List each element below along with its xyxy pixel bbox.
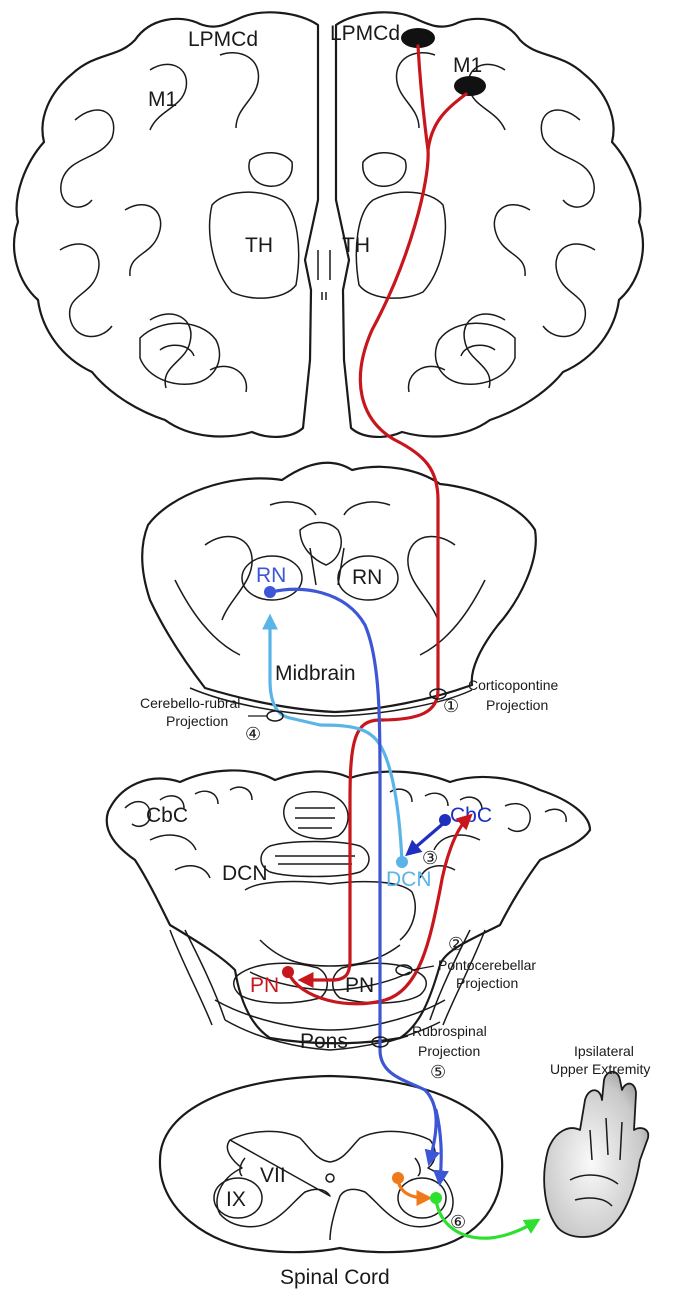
- pn-left-label: PN: [250, 974, 279, 997]
- dcn-right-label: DCN: [386, 868, 432, 891]
- rubrospinal-branch: [432, 1108, 449, 1187]
- projection-1-line1: Corticopontine: [468, 677, 558, 693]
- right-th-label: TH: [342, 234, 370, 257]
- projection-2-line1: Pontocerebellar: [438, 957, 536, 973]
- rn-neuron-soma: [264, 586, 276, 598]
- dcn-neuron-soma: [396, 856, 408, 868]
- projection-2-number: ②: [448, 934, 464, 954]
- limb-label-line1: Ipsilateral: [574, 1043, 634, 1059]
- midline-fissure: [317, 250, 331, 300]
- cerebello-rubral-tract: [262, 613, 404, 864]
- left-peduncle: [169, 929, 226, 1026]
- projection-5-leader: [387, 1035, 409, 1043]
- midbrain-section: RN RN Midbrain: [141, 461, 537, 717]
- central-canal: [325, 1173, 335, 1183]
- pons-outline: [105, 769, 592, 1045]
- right-peduncle: [429, 929, 486, 1026]
- lamina-ix-right: [397, 1177, 447, 1219]
- cerebellar-folia: [124, 786, 567, 879]
- left-lpmcd-label: LPMCd: [188, 28, 258, 51]
- left-red-nucleus: [241, 555, 303, 601]
- right-thalamus: [355, 191, 447, 299]
- gray-matter: [216, 1130, 454, 1241]
- m1-corticopontine-branch: [426, 92, 468, 152]
- cbc-neuron-soma: [439, 814, 451, 826]
- projection-5-line1: Rubrospinal: [412, 1023, 487, 1039]
- left-temporal-structure: [139, 322, 221, 385]
- right-temporal-structure: [434, 322, 516, 385]
- motor-output-tract: [434, 1198, 541, 1240]
- interneuron-soma: [392, 1172, 404, 1184]
- right-lpmcd-label: LPMCd: [330, 22, 400, 45]
- cbc-dcn-tract: [405, 820, 447, 857]
- pons-inner: [214, 880, 446, 1051]
- rubrospinal-tract: [270, 587, 441, 1167]
- spinal-cord-section: VII IX Spinal Cord: [158, 1074, 504, 1289]
- left-hemisphere-outline: [13, 11, 320, 438]
- m1-neuron-soma: [454, 76, 486, 96]
- pons-cerebellum-section: CbC CbC DCN DCN PN PN Pons: [105, 769, 592, 1053]
- projection-2-line2: Projection: [456, 975, 518, 991]
- hand-illustration: Ipsilateral Upper Extremity: [543, 1043, 650, 1238]
- hand-creases: [569, 1117, 623, 1207]
- rn-right-label: RN: [352, 566, 382, 589]
- left-ventricle: [248, 152, 293, 187]
- cbc-left-label: CbC: [146, 804, 188, 827]
- interneuron-connection: [396, 1178, 433, 1206]
- projection-4-line1: Cerebello-rubral: [140, 695, 240, 711]
- lamina-vii-label: VII: [260, 1164, 286, 1187]
- pn-neuron-soma: [282, 966, 294, 978]
- projection-4-marker: [266, 710, 284, 722]
- right-gyri: [395, 52, 596, 393]
- pn-right-label: PN: [345, 974, 374, 997]
- left-gyri: [59, 52, 260, 393]
- projection-4-line2: Projection: [166, 713, 228, 729]
- coronal-brain-section: LPMCd M1 LPMCd M1 TH TH: [13, 11, 644, 438]
- dcn-left-label: DCN: [222, 862, 268, 885]
- projection-labels: Corticopontine Projection ① ② Pontocereb…: [140, 677, 558, 1232]
- lamina-ix-left: [213, 1177, 263, 1219]
- projection-5-line2: Projection: [418, 1043, 480, 1059]
- projection-3-number: ③: [422, 848, 438, 868]
- projection-1-number: ①: [443, 696, 459, 716]
- midbrain-label: Midbrain: [275, 662, 356, 685]
- midbrain-outline: [141, 461, 537, 714]
- spinal-cord-outline: [158, 1074, 504, 1254]
- limb-label-line2: Upper Extremity: [550, 1061, 650, 1077]
- rn-left-label: RN: [256, 564, 286, 587]
- left-thalamus: [208, 191, 300, 299]
- projection-1-leader: [445, 687, 463, 695]
- vermis-lobules: [260, 791, 370, 878]
- projection-4-number: ④: [245, 724, 261, 744]
- corticopontine-tract: [297, 44, 440, 988]
- midbrain-inner-contours: [174, 501, 486, 717]
- spinal-cord-label: Spinal Cord: [280, 1266, 390, 1289]
- hand-icon: [543, 1070, 650, 1238]
- lpmcd-neuron-soma: [401, 28, 435, 48]
- right-m1-label: M1: [453, 54, 482, 77]
- projection-1-line2: Projection: [486, 697, 548, 713]
- projection-2-leader: [411, 965, 435, 971]
- right-hemisphere-outline: [334, 11, 644, 438]
- projection-6-number: ⑥: [450, 1212, 466, 1232]
- motor-neuron-soma: [430, 1192, 442, 1204]
- right-ventricle: [362, 152, 407, 187]
- right-red-nucleus: [337, 555, 399, 601]
- pontocerebellar-tract: [286, 813, 473, 1006]
- cbc-right-label: CbC: [450, 804, 492, 827]
- left-m1-label: M1: [148, 88, 177, 111]
- lamina-ix-label: IX: [226, 1188, 246, 1211]
- projection-5-number: ⑤: [430, 1062, 446, 1082]
- pons-label: Pons: [300, 1030, 348, 1053]
- left-th-label: TH: [245, 234, 273, 257]
